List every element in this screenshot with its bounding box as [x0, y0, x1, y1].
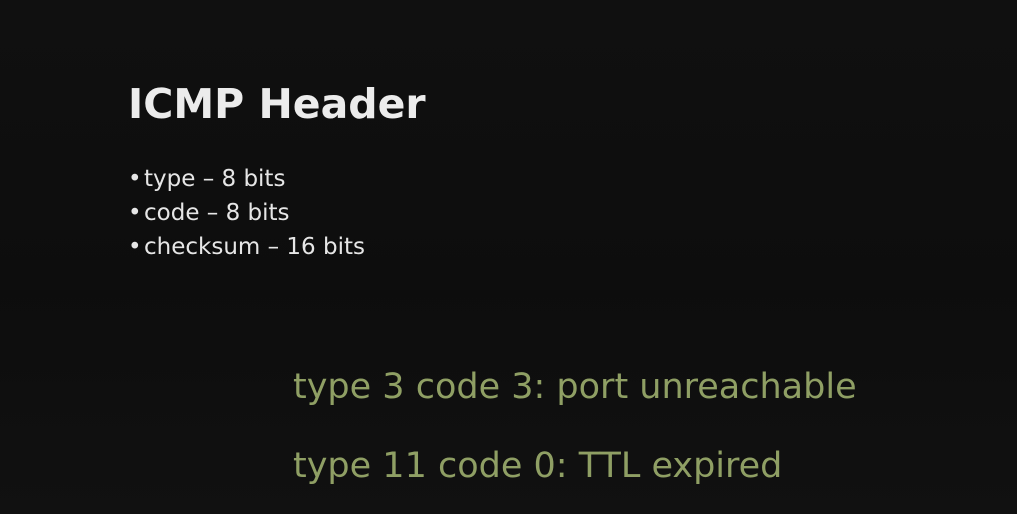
bullet-item: •checksum – 16 bits — [128, 230, 365, 264]
bullet-text: checksum – 16 bits — [144, 234, 365, 260]
bullet-item: •code – 8 bits — [128, 196, 365, 230]
slide-title: ICMP Header — [128, 80, 426, 128]
note-ttl-expired: type 11 code 0: TTL expired — [293, 446, 783, 486]
bullet-text: type – 8 bits — [144, 166, 286, 192]
bullet-dot: • — [128, 234, 142, 260]
bullet-list: •type – 8 bits •code – 8 bits •checksum … — [128, 162, 365, 264]
bullet-dot: • — [128, 200, 142, 226]
note-port-unreachable: type 3 code 3: port unreachable — [293, 367, 857, 407]
bullet-text: code – 8 bits — [144, 200, 290, 226]
bullet-item: •type – 8 bits — [128, 162, 365, 196]
bullet-dot: • — [128, 166, 142, 192]
